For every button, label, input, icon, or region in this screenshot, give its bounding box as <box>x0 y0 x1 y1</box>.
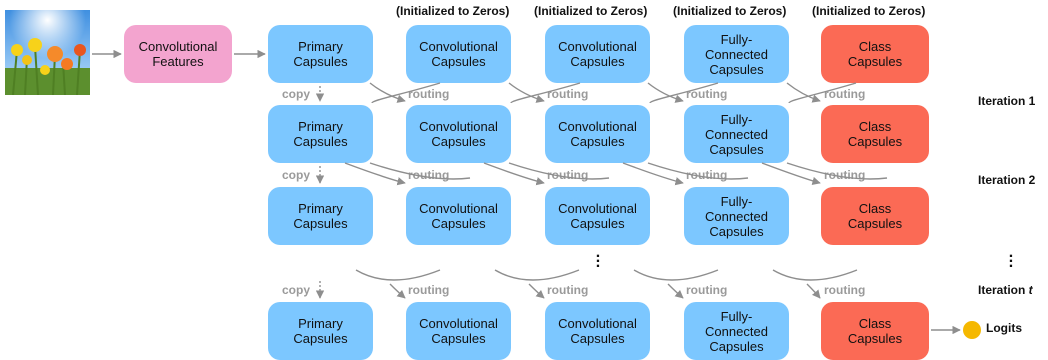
fully-connected-capsules-box: Fully- Connected Capsules <box>684 25 789 83</box>
routing-curve <box>355 269 441 281</box>
routing-label: routing <box>408 283 450 297</box>
convolutional-capsules-box: Convolutional Capsules <box>406 187 511 245</box>
logits-dot <box>963 321 981 339</box>
convolutional-capsules-box: Convolutional Capsules <box>545 25 650 83</box>
routing-curve <box>483 162 545 186</box>
fully-connected-capsules-box: Fully- Connected Capsules <box>684 302 789 360</box>
routing-curve <box>761 162 821 186</box>
routing-curve <box>647 82 684 103</box>
logits-label: Logits <box>986 321 1022 335</box>
routing-label: routing <box>686 87 728 101</box>
routing-curve <box>667 283 684 299</box>
primary-capsules-box: Primary Capsules <box>268 187 373 245</box>
class-capsules-box: Class Capsules <box>821 25 929 83</box>
copy-label: copy <box>282 283 311 297</box>
iteration-2-label: Iteration 2 <box>978 173 1036 187</box>
fully-connected-capsules-box: Fully- Connected Capsules <box>684 187 789 245</box>
fully-connected-capsules-box: Fully- Connected Capsules <box>684 105 789 163</box>
iteration-t-label: Iteration t <box>978 283 1033 297</box>
class-capsules-box: Class Capsules <box>821 105 929 163</box>
convolutional-features-box: Convolutional Features <box>124 25 232 83</box>
routing-label: routing <box>547 87 589 101</box>
routing-label: routing <box>686 283 728 297</box>
fc-column-init-header: (Initialized to Zeros) <box>673 4 787 18</box>
copy-label: copy <box>282 87 311 101</box>
class-capsules-box: Class Capsules <box>821 187 929 245</box>
routing-curve <box>369 82 406 103</box>
conv-column-init-header: (Initialized to Zeros) <box>396 4 510 18</box>
sunflower-photo-icon <box>5 10 90 95</box>
routing-curve <box>528 283 545 299</box>
routing-curve <box>806 283 821 299</box>
convolutional-capsules-box: Convolutional Capsules <box>406 105 511 163</box>
routing-label: routing <box>824 283 866 297</box>
routing-label: routing <box>824 168 866 182</box>
iteration-label-text: Iteration <box>978 283 1029 297</box>
primary-capsules-box: Primary Capsules <box>268 105 373 163</box>
convolutional-capsules-box: Convolutional Capsules <box>406 302 511 360</box>
routing-curve <box>772 269 858 281</box>
routing-label: routing <box>547 283 589 297</box>
class-capsules-box: Class Capsules <box>821 302 929 360</box>
convolutional-capsules-box: Convolutional Capsules <box>545 302 650 360</box>
vertical-ellipsis-icon: ... <box>1008 244 1014 271</box>
primary-capsules-box: Primary Capsules <box>268 25 373 83</box>
routing-label: routing <box>824 87 866 101</box>
routing-label: routing <box>547 168 589 182</box>
routing-label: routing <box>408 168 450 182</box>
routing-label: routing <box>686 168 728 182</box>
convolutional-capsules-box: Convolutional Capsules <box>545 187 650 245</box>
convolutional-capsules-box: Convolutional Capsules <box>545 105 650 163</box>
routing-curve <box>389 283 406 299</box>
primary-capsules-box: Primary Capsules <box>268 302 373 360</box>
class-column-init-header: (Initialized to Zeros) <box>812 4 926 18</box>
routing-curve <box>508 82 545 103</box>
convolutional-capsules-box: Convolutional Capsules <box>406 25 511 83</box>
vertical-ellipsis-icon: ... <box>595 244 601 271</box>
routing-curve <box>344 162 406 186</box>
routing-curve <box>494 269 580 281</box>
iteration-1-label: Iteration 1 <box>978 94 1036 108</box>
conv2-column-init-header: (Initialized to Zeros) <box>534 4 648 18</box>
routing-curve <box>633 269 719 281</box>
routing-curve <box>786 82 821 103</box>
routing-curve <box>622 162 684 186</box>
copy-label: copy <box>282 168 311 182</box>
iteration-variable: t <box>1028 283 1033 297</box>
routing-label: routing <box>408 87 450 101</box>
